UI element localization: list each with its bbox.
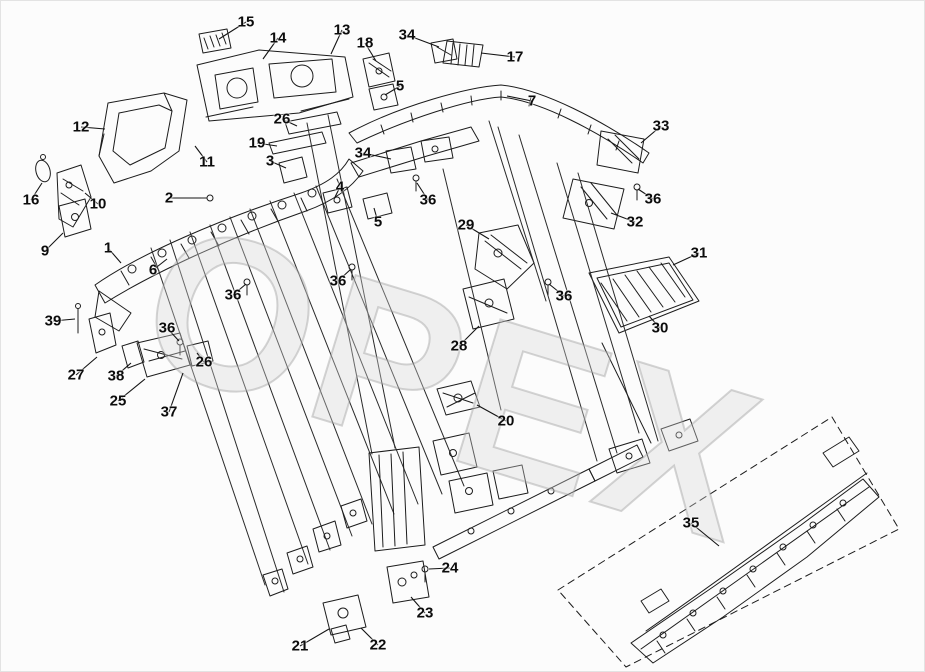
leader-line-31	[672, 252, 700, 266]
leader-line-23	[410, 596, 426, 614]
part-hood-cluster	[196, 49, 354, 122]
part-23-bracket	[386, 560, 430, 604]
part-34-mid	[385, 136, 454, 174]
part-36-bolt-e	[243, 278, 251, 296]
part-28-bracket	[462, 278, 515, 330]
leader-line-36	[232, 283, 247, 296]
leader-line-34	[406, 34, 440, 48]
leader-line-35	[690, 522, 720, 547]
part-26-lower	[186, 340, 214, 367]
part-17	[442, 40, 484, 68]
part-lower-crossmember	[432, 444, 644, 560]
part-15-grille	[198, 28, 232, 54]
leader-line-36	[637, 188, 654, 200]
part-36-bolt-b	[633, 183, 641, 201]
leader-line-25	[117, 378, 146, 402]
leader-line-26	[281, 118, 298, 127]
part-24-bolt	[421, 565, 429, 583]
leader-line-30	[648, 315, 661, 329]
part-25-37-bracket	[136, 332, 191, 378]
leader-line-26	[196, 352, 205, 363]
part-34-top	[430, 38, 458, 64]
part-9	[58, 198, 92, 238]
leader-line-33	[640, 125, 662, 144]
leader-line-4	[334, 186, 341, 198]
part-30-panel	[588, 256, 700, 334]
leader-line-32	[610, 212, 636, 223]
leader-line-36	[416, 182, 429, 201]
leader-line-27	[75, 356, 98, 376]
part-5-top	[368, 83, 399, 111]
part-36-bolt-a	[412, 174, 420, 192]
part-12-frame	[98, 92, 188, 184]
leader-line-11	[194, 145, 208, 163]
leader-line-5	[373, 207, 379, 223]
leader-line-20	[476, 404, 507, 422]
part-21-22-brackets	[322, 594, 367, 644]
part-right-bottom-brackets	[601, 342, 699, 474]
leader-line-37	[168, 372, 184, 413]
part-38-bracket	[121, 340, 145, 369]
leader-line-13	[330, 29, 343, 55]
leader-line-36	[548, 283, 565, 297]
leader-line-38	[115, 362, 132, 377]
part-26-strip	[284, 111, 342, 135]
part-16	[35, 154, 51, 183]
leader-line-36	[166, 327, 180, 342]
leader-line-22	[360, 627, 379, 646]
leader-line-39	[52, 318, 76, 322]
leader-line-16	[30, 182, 43, 201]
part-console-assembly	[262, 432, 529, 597]
leader-line-18	[364, 42, 377, 62]
leader-line-9	[44, 232, 64, 252]
leader-line-7	[506, 95, 533, 102]
leader-line-17	[480, 52, 516, 58]
leader-line-29	[465, 224, 490, 240]
inset-dashed-box	[557, 416, 900, 668]
leader-line-1	[107, 247, 122, 264]
part-7-strip	[348, 84, 650, 164]
leader-line-24	[428, 567, 451, 570]
fastener-lines	[150, 114, 659, 593]
leader-line-6	[152, 258, 168, 271]
part-36-bolt-c	[544, 278, 552, 296]
part-18	[362, 52, 396, 88]
part-39-pin	[75, 303, 81, 334]
part-32-bracket	[562, 178, 625, 230]
part-19-strip	[268, 131, 327, 155]
part-27-bracket	[88, 312, 117, 354]
leader-line-5	[384, 85, 401, 96]
part-29-bracket	[474, 224, 535, 290]
leader-line-34	[362, 152, 392, 160]
leader-line-3	[269, 160, 287, 169]
part-3-bracket	[278, 156, 308, 184]
leader-line-14	[262, 37, 279, 60]
part-10	[56, 164, 92, 228]
part-35-assembly	[630, 436, 880, 664]
leader-line-21	[299, 628, 330, 647]
leader-line-36	[337, 268, 352, 282]
leader-line-10	[84, 192, 99, 205]
leader-line-19	[256, 142, 278, 147]
leader-line-15	[218, 21, 247, 40]
leader-line-12	[80, 126, 106, 130]
part-5-mid	[362, 192, 393, 220]
part-33-bracket	[596, 130, 645, 174]
leader-line-28	[458, 325, 480, 347]
